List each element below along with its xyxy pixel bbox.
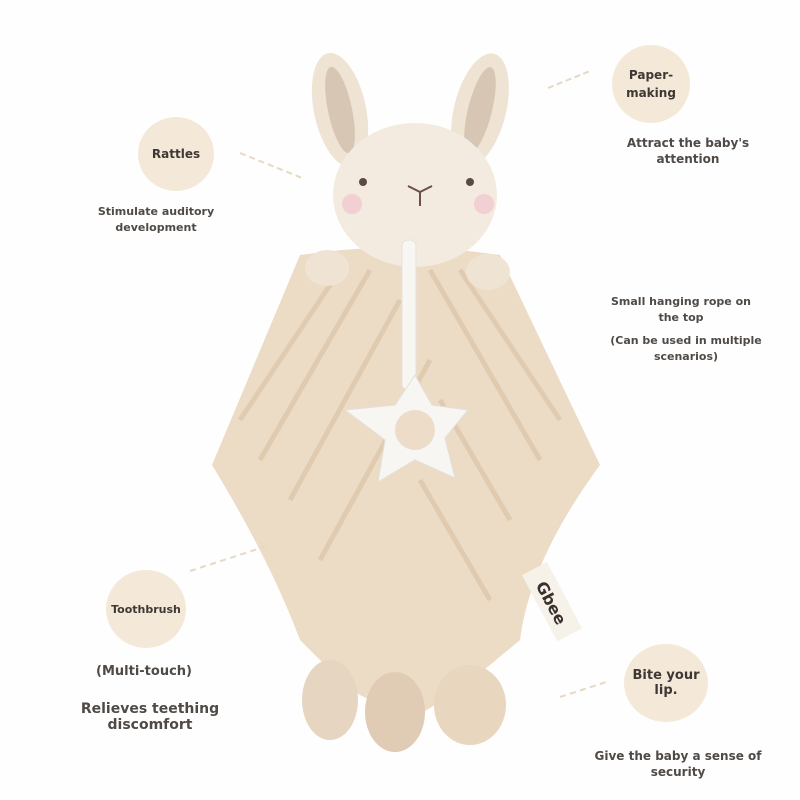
feature-label: Rattles xyxy=(151,147,201,161)
desc-line: (Can be used in multiple xyxy=(610,334,762,347)
bunny-head xyxy=(305,53,510,290)
feature-paper-desc: Attract the baby's attention xyxy=(626,136,750,166)
teether xyxy=(343,239,469,483)
feature-toothbrush-note: (Multi-touch) xyxy=(96,664,192,679)
knots xyxy=(302,660,506,752)
feature-toothbrush: Toothbrush xyxy=(106,570,186,648)
feature-label: Toothbrush xyxy=(111,602,181,616)
desc-line: scenarios) xyxy=(653,350,719,363)
feature-label: making xyxy=(626,86,676,100)
feature-rope-desc: Small hanging rope on the top xyxy=(606,294,756,326)
feature-rattles-desc: Stimulate auditory development xyxy=(90,204,222,236)
feature-label: Paper- xyxy=(628,68,674,82)
feature-toothbrush-desc: Relieves teething discomfort xyxy=(80,701,220,733)
desc-line: Stimulate auditory xyxy=(97,205,215,218)
desc-line: development xyxy=(115,221,197,234)
feature-rattles: Rattles xyxy=(138,117,214,191)
brand-tag: Gbee xyxy=(522,562,583,642)
feature-paper: Paper-making xyxy=(612,45,690,123)
feature-bite: Bite your lip. xyxy=(624,644,708,722)
desc-line: Small hanging rope on xyxy=(611,295,751,308)
feature-rope-note: (Can be used in multiple scenarios) xyxy=(606,333,766,365)
feature-bite-desc: Give the baby a sense of security xyxy=(594,749,762,779)
desc-line: the top xyxy=(658,311,704,324)
feature-label: Bite your lip. xyxy=(632,668,700,698)
